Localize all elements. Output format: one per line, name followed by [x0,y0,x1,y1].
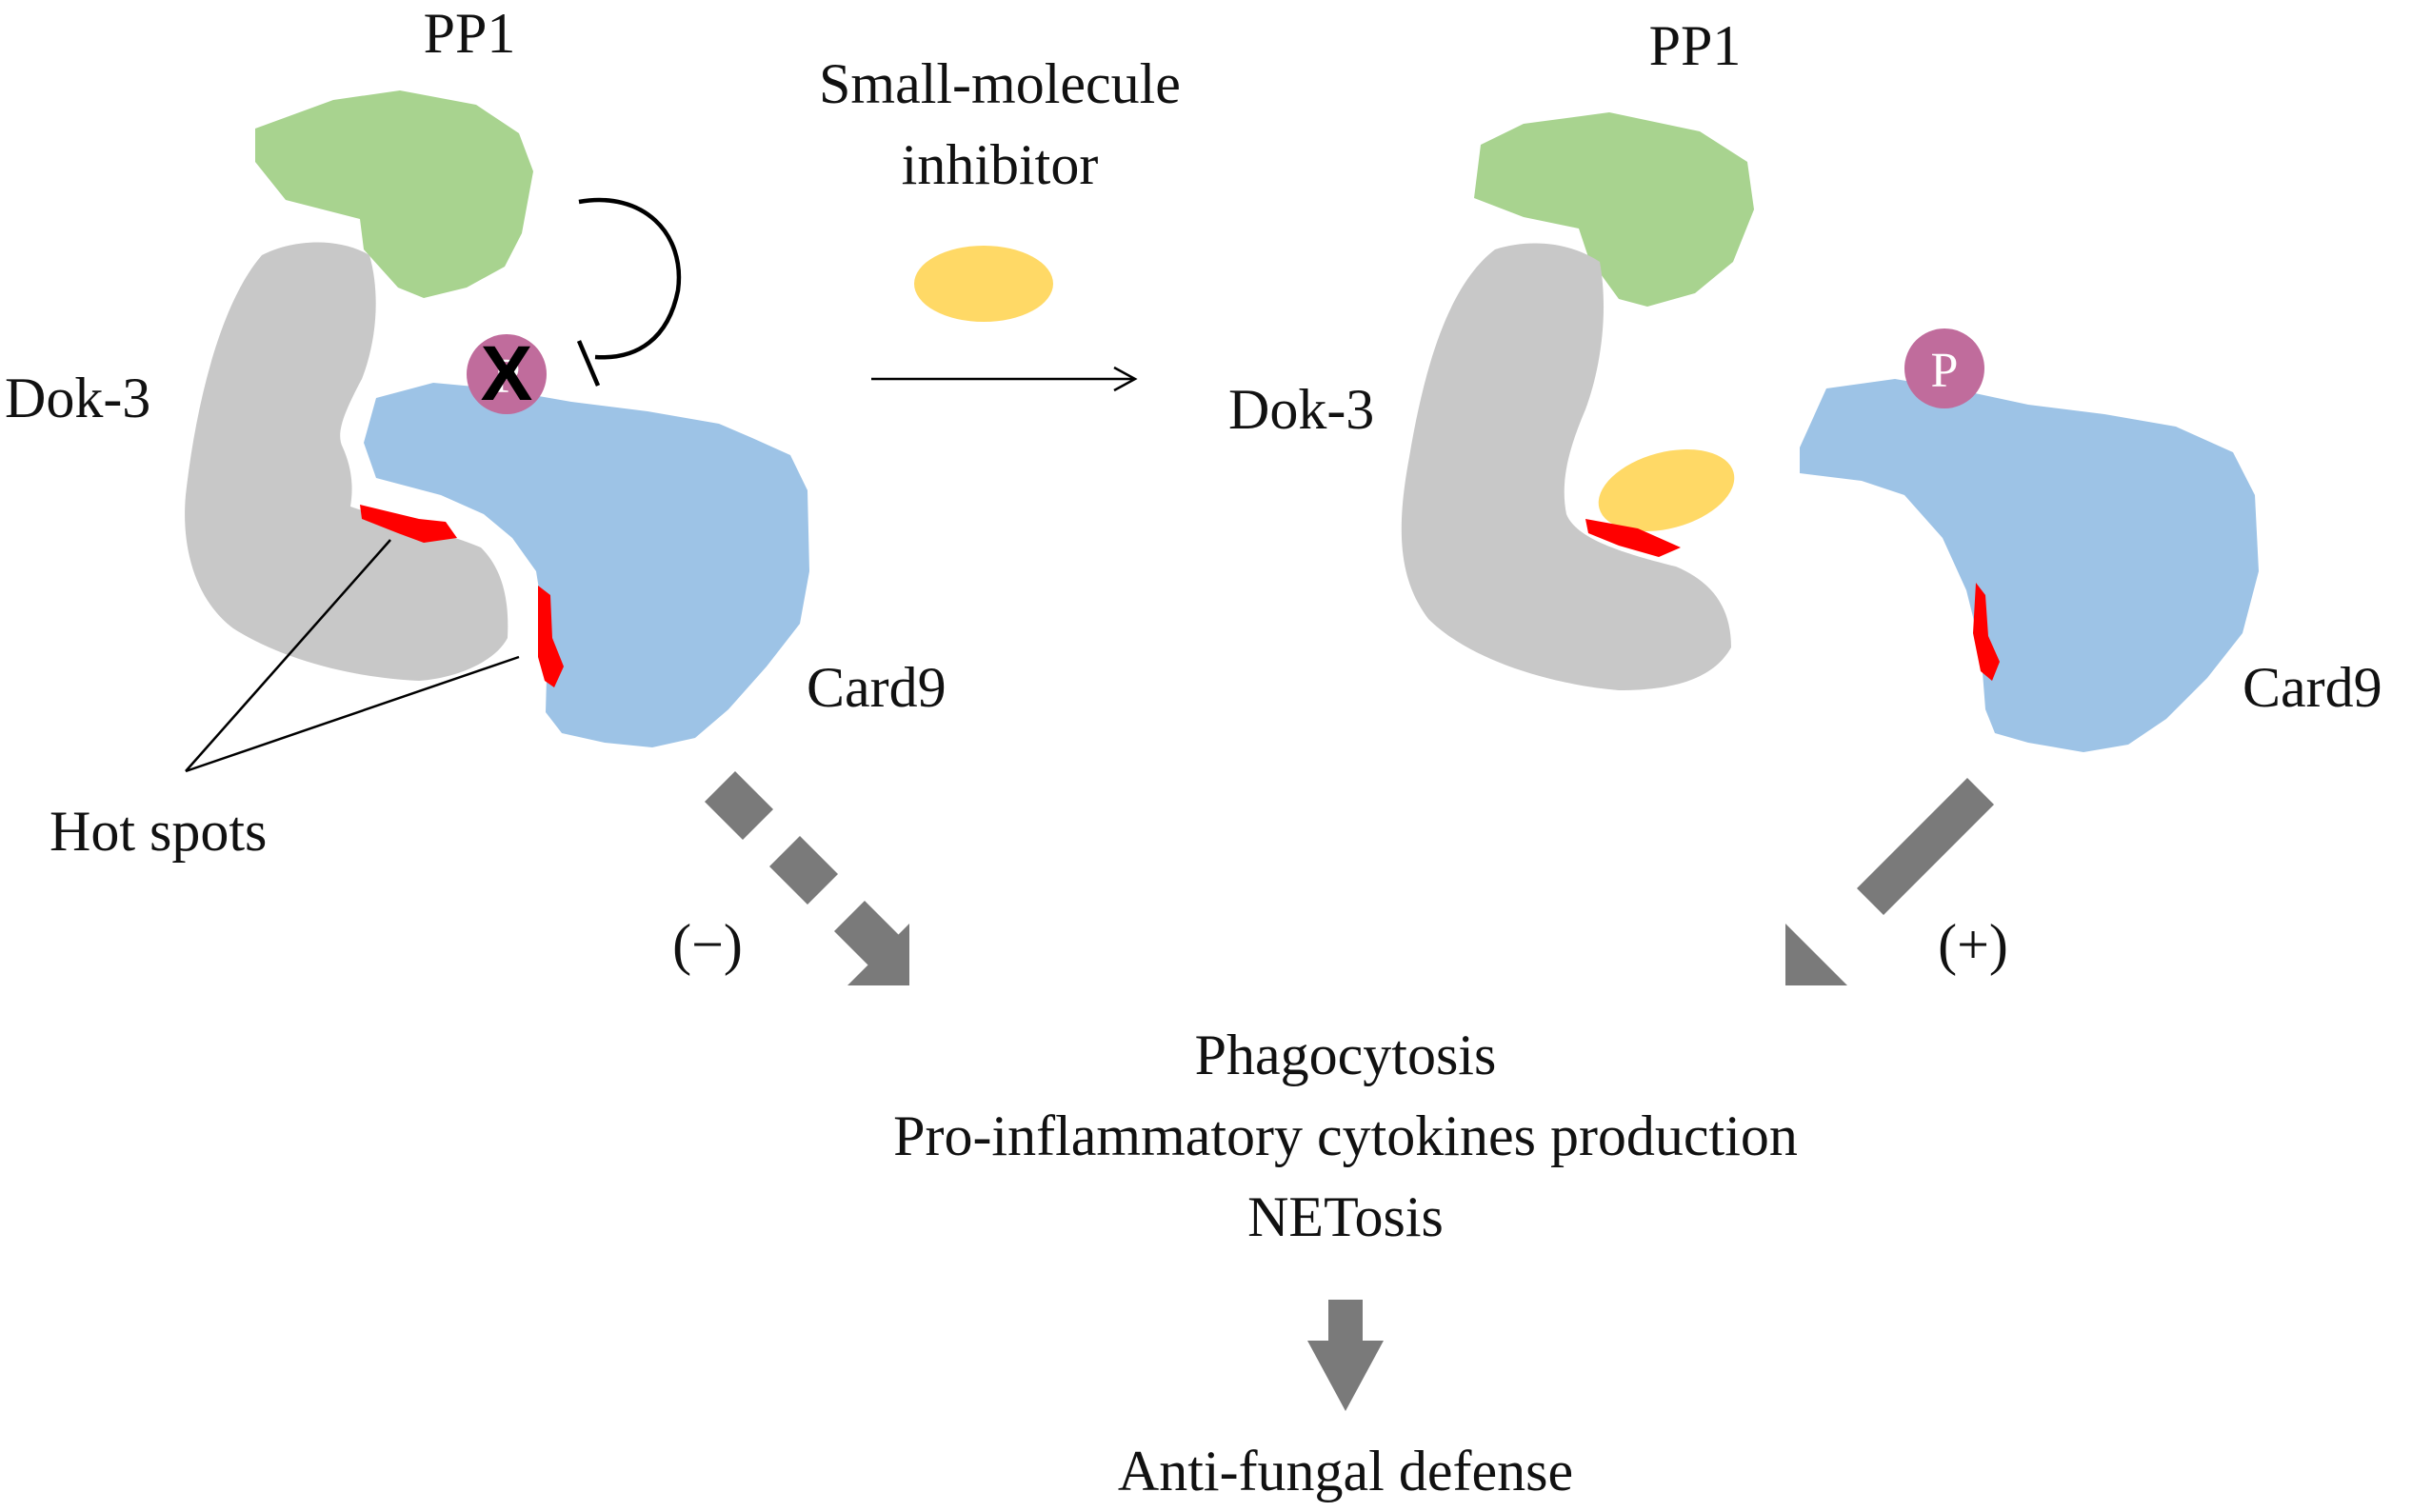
left-effect-sign: (−) [672,913,743,976]
inhibitor-label-line-2: inhibitor [902,133,1099,196]
right-effect-sign: (+) [1938,913,2008,976]
right-bound-inhibitor [1598,448,1735,532]
inhibitor-label-line-1: Small-molecule [819,52,1181,115]
left-phospho-label: P [493,349,521,404]
left-pp1-shape [255,90,533,298]
left-card9-label: Card9 [807,656,947,719]
right-card9-shape [1800,379,2259,752]
right-panel: P PP1 Dok-3 Card9 (+) [1228,14,2382,985]
outcomes: Phagocytosis Pro-inflammatory cytokines … [893,1024,1798,1502]
left-phospho-circle [467,334,547,414]
left-block-x-mark: X [481,330,533,417]
outcome-anti-fungal-defense: Anti-fungal defense [1118,1440,1573,1502]
pp1-inhibition-curve [578,197,682,360]
outcome-phagocytosis: Phagocytosis [1195,1024,1497,1086]
hot-spot-pointer-line-2 [185,655,520,773]
left-pp1-label: PP1 [424,2,516,65]
hot-spots-label: Hot spots [50,800,267,863]
left-dashed-arrow [705,771,909,985]
inhibitor-ellipse [914,246,1053,322]
left-hot-spot-dok3 [360,505,457,543]
pp1-inhibition-bar [576,340,601,387]
right-pp1-label: PP1 [1649,14,1742,77]
down-arrow [1307,1300,1384,1411]
right-dok3-label: Dok-3 [1228,378,1374,441]
outcome-netosis: NETosis [1247,1185,1444,1248]
right-solid-arrow [1785,778,1994,985]
middle-inhibitor: Small-molecule inhibitor [819,52,1181,392]
right-phospho-label: P [1931,344,1959,398]
left-panel: P X PP1 Dok-3 Card9 Hot spots (−) [5,2,947,985]
outcome-cytokines: Pro-inflammatory cytokines production [893,1104,1798,1167]
left-card9-shape [364,383,809,747]
right-hot-spot-dok3 [1585,519,1681,557]
left-hot-spot-card9 [538,586,564,687]
left-dok3-label: Dok-3 [5,367,150,429]
right-card9-label: Card9 [2243,656,2382,719]
right-hot-spot-card9 [1973,583,2000,681]
hot-spot-pointer-line-1 [185,539,391,772]
right-phospho-circle [1904,328,1984,408]
transition-arrow-head [1113,366,1138,392]
right-pp1-shape [1474,112,1754,307]
left-dok3-shape [185,242,508,681]
right-dok3-shape [1401,243,1731,690]
